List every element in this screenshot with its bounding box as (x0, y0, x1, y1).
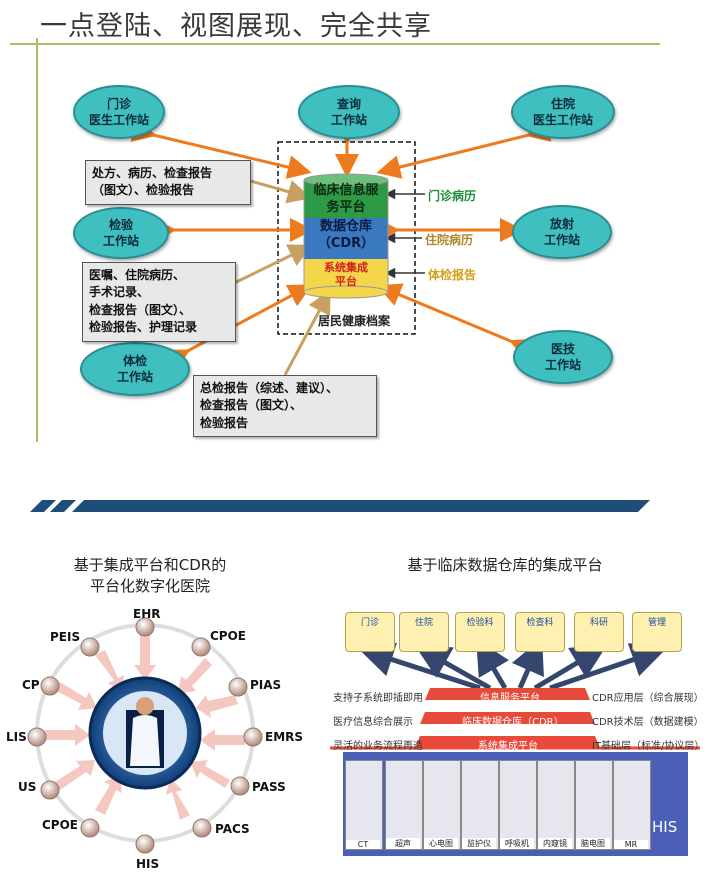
ring-label-us: US (18, 780, 37, 794)
machine-label-ultrasound: 超声 (386, 838, 420, 849)
layer-service-label: 信息服务平台 (480, 693, 540, 704)
his-label: HIS (652, 818, 678, 836)
machine-ct: CT (345, 760, 383, 850)
right-note-2: IT基础层（标准/协议层） (592, 741, 705, 752)
machine-ventilator: 呼吸机 (499, 760, 537, 850)
title-underline (10, 43, 660, 45)
ring-label-ehr: EHR (133, 607, 161, 621)
station-query: 查询 工作站 (298, 85, 400, 139)
arrow-inpatient (376, 118, 552, 179)
ring-label-pacs: PACS (215, 822, 250, 836)
ring-label-cpoe-top: CPOE (210, 629, 246, 643)
terminal-inpatient: 住院 (399, 612, 449, 652)
station-lab: 检验 工作站 (73, 207, 169, 259)
machine-label-endoscope: 内窥镜 (538, 838, 572, 849)
platform-arrows (358, 637, 667, 691)
arrow-outpatient (130, 118, 312, 179)
ring-label-cpoe-bottom: CPOE (42, 818, 78, 832)
right-note-0: CDR应用层（综合展现） (592, 693, 704, 704)
layer-integration-label: 系统集成平台 (478, 741, 538, 752)
layer-cdr-label: 临床数据仓库（CDR） (462, 717, 564, 728)
page-title: 一点登陆、视图展现、完全共享 (40, 11, 432, 42)
section-divider (30, 500, 650, 512)
ring-label-pias: PIAS (250, 678, 282, 692)
ring-diagram (27, 617, 263, 854)
left-note-2: 灵活的业务流程再造 (333, 741, 423, 752)
station-physical: 体检 工作站 (80, 342, 190, 396)
note-exam: 总检报告（综述、建议）、 检查报告（图文）、 检验报告 (193, 375, 377, 438)
machine-eeg: 脑电图 (575, 760, 613, 850)
terminal-research: 科研 (574, 612, 624, 652)
cylinder (303, 173, 389, 299)
machine-label-ventilator: 呼吸机 (500, 838, 534, 849)
arrow-note-exam (283, 289, 331, 376)
station-outpatient: 门诊 医生工作站 (73, 85, 165, 139)
label-exam-report: 体检报告 (428, 268, 477, 282)
arrow-physical (163, 284, 313, 372)
machine-label-mr: MR (614, 840, 648, 849)
ring-label-lis: LIS (6, 730, 27, 744)
station-radiology: 放射 工作站 (512, 205, 612, 259)
ring-label-peis: PEIS (50, 630, 81, 644)
terminal-lab: 检验科 (455, 612, 505, 652)
machine-label-eeg: 脑电图 (576, 838, 610, 849)
station-inpatient: 住院 医生工作站 (511, 85, 615, 139)
ring-label-cp: CP (22, 678, 40, 692)
note-orders: 医嘱、住院病历、 手术记录、 检查报告（图文）、 检验报告、护理记录 (82, 262, 236, 342)
layer-service-bar (425, 688, 590, 700)
cylinder-layer-integration: 系统集成 平台 (324, 261, 368, 289)
cylinder-layer-service: 临床信息服 务平台 (313, 183, 379, 215)
label-inpatient-record: 住院病历 (425, 233, 474, 247)
machine-monitor: 监护仪 (461, 760, 499, 850)
left-note-0: 支持子系统即插即用 (333, 693, 423, 704)
station-medtech: 医技 工作站 (513, 330, 613, 384)
platform-diagram-svg (330, 637, 700, 750)
machine-mr: MR (613, 760, 651, 850)
machine-label-ecg: 心电图 (424, 838, 458, 849)
ring-label-emrs: EMRS (265, 730, 304, 744)
archive-label: 居民健康档案 (318, 314, 391, 328)
machine-label-monitor: 监护仪 (462, 838, 496, 849)
cylinder-layer-cdr: 数据仓库 （CDR） (317, 219, 375, 251)
label-outpatient-record: 门诊病历 (428, 189, 477, 203)
terminal-outpatient: 门诊 (345, 612, 395, 652)
layer-integration-bar (415, 736, 600, 748)
right-note-1: CDR技术层（数据建模） (592, 717, 704, 728)
arrow-medtech (376, 283, 536, 361)
machine-ultrasound: 超声 (385, 760, 423, 850)
top-diagram-svg (130, 118, 552, 376)
caption-left: 基于集成平台和CDR的 平台化数字化医院 (73, 556, 227, 595)
machine-endoscope: 内窥镜 (537, 760, 575, 850)
layer-cdr-bar (420, 712, 595, 724)
terminal-management: 管理 (632, 612, 682, 652)
caption-right: 基于临床数据仓库的集成平台 (407, 556, 603, 574)
left-note-1: 医疗信息综合展示 (333, 717, 413, 728)
ring-arrows (45, 635, 245, 820)
arrow-note-orders (223, 244, 313, 290)
doctor-figure (126, 697, 164, 768)
machine-label-ct: CT (346, 840, 380, 849)
ring-bubbles (27, 617, 263, 854)
left-vertical-rule (36, 38, 38, 442)
ring-label-pass: PASS (252, 780, 286, 794)
terminal-exam: 检查科 (515, 612, 565, 652)
machine-ecg: 心电图 (423, 760, 461, 850)
note-rx: 处方、病历、检查报告 （图文）、检验报告 (85, 160, 251, 205)
ring-label-his: HIS (136, 857, 160, 871)
